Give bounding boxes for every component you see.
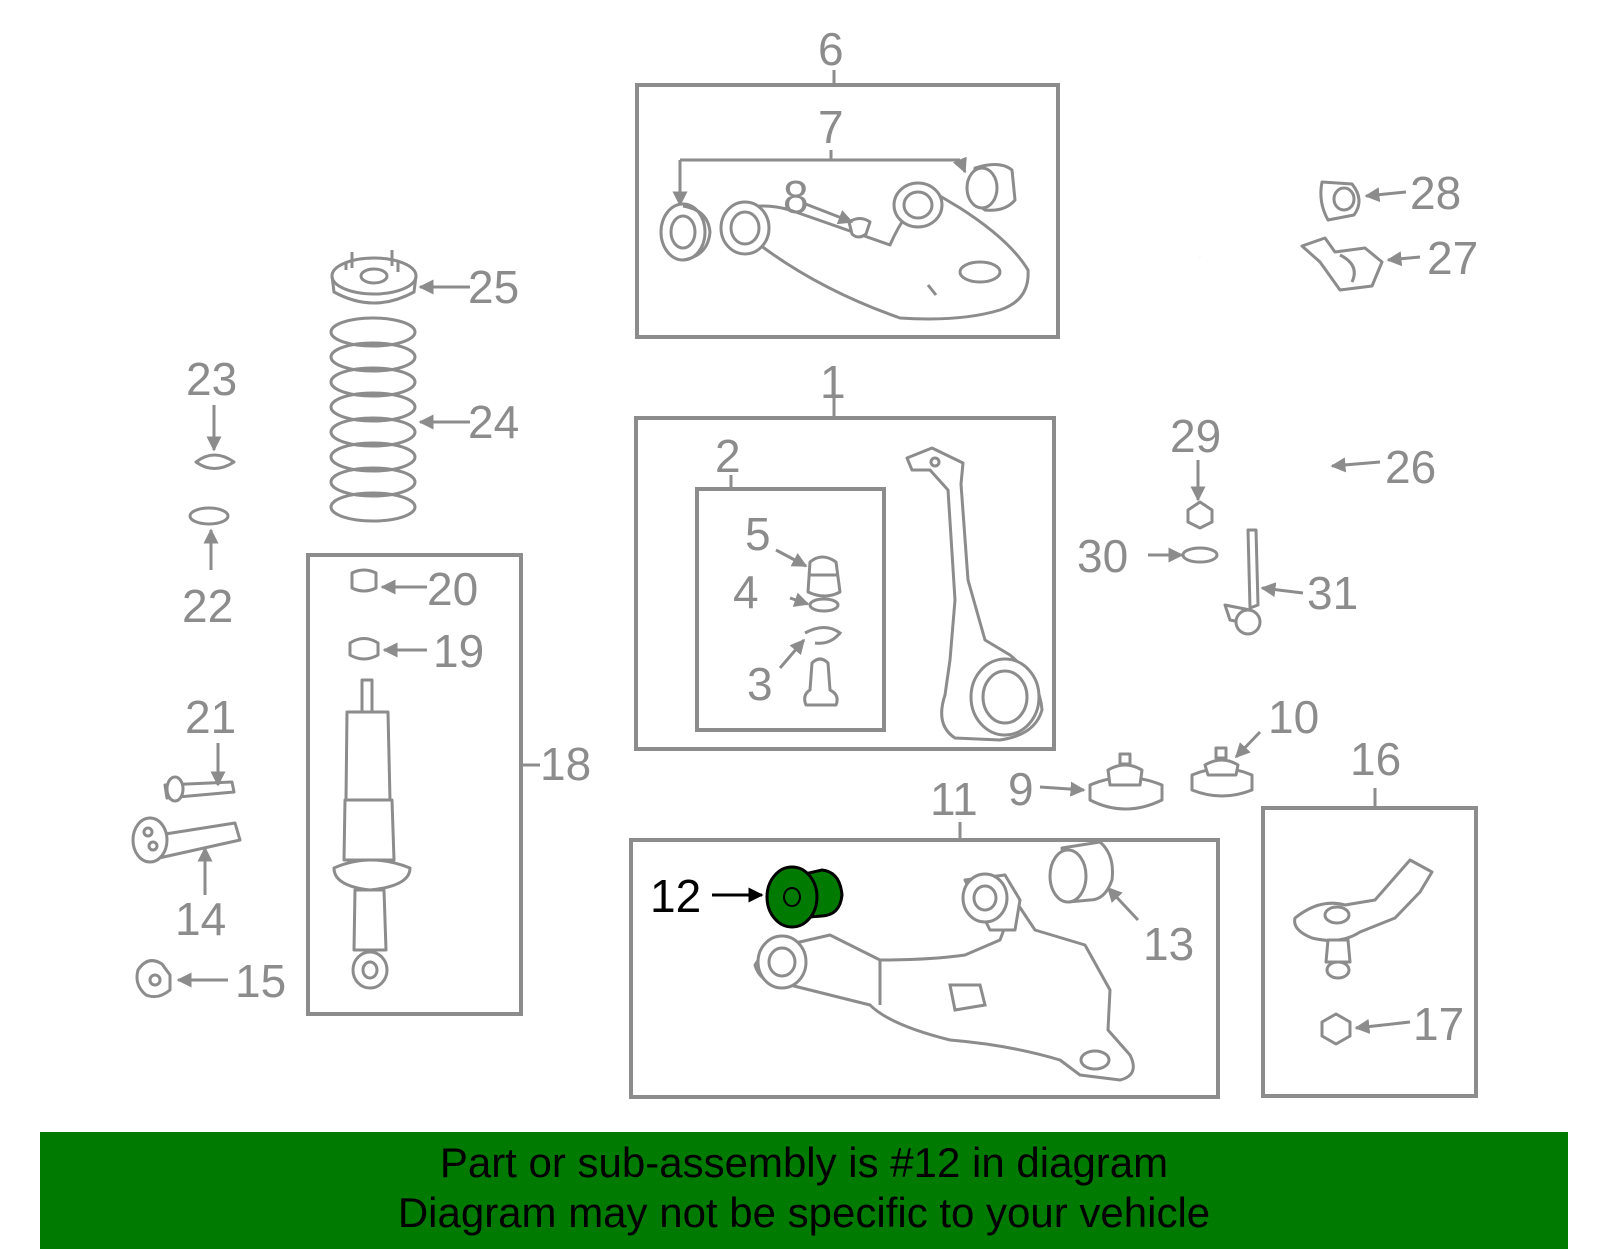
lower-arm-bushing-highlighted[interactable] xyxy=(765,865,844,929)
callout-15: 15 xyxy=(235,955,286,1007)
upper-arm-bolt-cap xyxy=(847,217,872,239)
callout-1: 1 xyxy=(820,356,846,408)
callout-7: 7 xyxy=(818,101,844,153)
info-banner: Part or sub-assembly is #12 in diagram D… xyxy=(40,1132,1568,1249)
callout-8: 8 xyxy=(783,171,809,223)
callout-23: 23 xyxy=(186,353,237,405)
callout-16: 16 xyxy=(1350,733,1401,785)
bump-stop-cap xyxy=(350,568,378,593)
callout-6: 6 xyxy=(818,23,844,75)
lower-control-arm xyxy=(753,872,1135,1082)
callout-2: 2 xyxy=(715,430,741,482)
steering-knuckle xyxy=(905,446,1044,742)
strut-bar-bushing xyxy=(1088,752,1164,811)
banner-line-1: Part or sub-assembly is #12 in diagram xyxy=(439,1139,1169,1186)
callout-22: 22 xyxy=(182,580,233,632)
callout-12[interactable]: 12 xyxy=(650,870,701,922)
stabilizer-bracket xyxy=(1300,236,1384,292)
upper-arm-bushing-front xyxy=(965,163,1017,212)
callout-14: 14 xyxy=(175,893,226,945)
callout-24: 24 xyxy=(468,396,519,448)
callout-9: 9 xyxy=(1008,763,1034,815)
link-nut xyxy=(1186,500,1214,530)
strut-bar-cushion xyxy=(1190,746,1254,798)
snap-ring xyxy=(804,626,843,645)
callout-5: 5 xyxy=(745,508,771,560)
bump-stop xyxy=(348,637,380,661)
spring-upper-mount xyxy=(330,250,418,305)
stabilizer-link xyxy=(1223,528,1262,636)
callout-19: 19 xyxy=(433,625,484,677)
upper-washer xyxy=(194,453,236,470)
callout-13: 13 xyxy=(1143,918,1194,970)
callout-29: 29 xyxy=(1170,410,1221,462)
callout-21: 21 xyxy=(185,691,236,743)
callout-31: 31 xyxy=(1307,567,1358,619)
dust-boot xyxy=(806,555,842,598)
shock-absorber xyxy=(332,678,412,990)
ball-joint xyxy=(803,657,839,707)
callout-17: 17 xyxy=(1413,998,1464,1050)
adjusting-cam xyxy=(131,816,242,864)
callout-26: 26 xyxy=(1385,441,1436,493)
callout-28: 28 xyxy=(1410,167,1461,219)
callout-11: 11 xyxy=(930,773,978,825)
stabilizer-bushing xyxy=(1319,180,1361,222)
ball-joint-group-box xyxy=(695,487,886,732)
callout-20: 20 xyxy=(427,563,478,615)
camber-bolt xyxy=(163,775,236,803)
callout-3: 3 xyxy=(747,658,773,710)
knuckle-group-box xyxy=(634,416,1056,751)
o-ring xyxy=(808,597,840,613)
upper-arm-group-box xyxy=(635,83,1060,339)
upper-control-arm xyxy=(719,181,1030,321)
link-washer xyxy=(1181,546,1219,564)
lower-arm-bushing-front xyxy=(1048,840,1114,904)
stabilizer-bar xyxy=(1197,253,1365,509)
callout-27: 27 xyxy=(1427,232,1478,284)
castle-nut xyxy=(1320,1012,1352,1046)
lower-washer xyxy=(188,506,230,526)
upper-arm-bushing-rear xyxy=(659,202,712,262)
callout-30: 30 xyxy=(1077,530,1128,582)
callout-10: 10 xyxy=(1268,691,1319,743)
cam-nut xyxy=(135,959,172,999)
callout-25: 25 xyxy=(468,261,519,313)
callout-4: 4 xyxy=(733,566,759,618)
coil-spring xyxy=(329,316,417,523)
shock-group-box xyxy=(306,553,523,1016)
lower-arm-group-box xyxy=(629,838,1220,1099)
lower-ball-joint xyxy=(1293,858,1434,980)
callout-18: 18 xyxy=(540,738,591,790)
lower-ball-joint-group-box xyxy=(1261,806,1478,1098)
banner-line-2: Diagram may not be specific to your vehi… xyxy=(397,1189,1211,1236)
